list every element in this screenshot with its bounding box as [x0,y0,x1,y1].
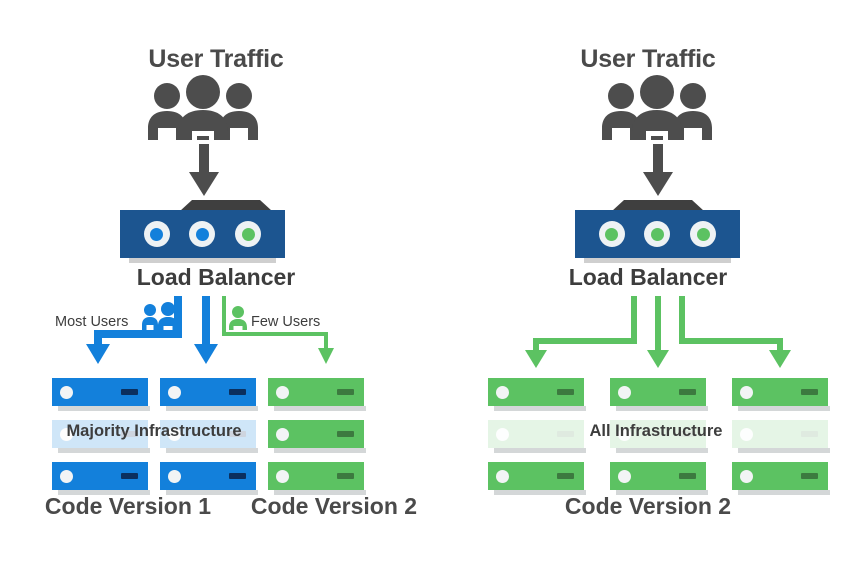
lb-led-2-left [189,221,216,247]
lb-plate-right [612,200,704,211]
load-balancer-left[interactable] [120,210,285,258]
server-led-icon [168,385,181,399]
lb-led-3-right [690,221,717,247]
routing-arrows-left [86,296,334,364]
all-infrastructure-band: All Infrastructure [484,414,828,448]
load-balancer-right[interactable] [575,210,740,258]
server-bar-icon [229,389,246,395]
code-version-2-all-label: Code Version 2 [564,493,732,519]
one-person-icon [228,306,248,330]
server-led-icon [496,469,509,483]
server-led-icon [60,385,73,399]
load-balancer-label-left: Load Balancer [136,264,296,290]
server-led-icon [168,469,181,483]
server-led-icon [276,469,289,483]
two-people-icon [141,302,179,330]
three-people-icon-left [142,75,264,140]
server-unit[interactable] [160,378,258,411]
server-bar-icon [679,389,696,395]
server-bar-icon [557,389,574,395]
server-led-icon [276,385,289,399]
page-title-user-traffic-right: User Traffic [580,45,716,73]
few-users-label: Few Users [251,314,321,330]
server-unit[interactable] [610,378,708,411]
lb-led-2-right [644,221,671,247]
down-arrow-icon-right [641,144,675,200]
server-bar-icon [229,473,246,479]
server-bar-icon [337,473,354,479]
server-led-icon [276,427,289,441]
server-unit[interactable] [52,378,150,411]
routing-arrows-right [525,296,791,368]
server-led-icon [496,385,509,399]
lb-shadow-left [129,258,276,263]
server-unit[interactable] [610,462,708,495]
lb-led-1-right [598,221,625,247]
server-unit[interactable] [488,378,586,411]
down-arrow-icon-left [187,144,221,200]
code-version-1-label: Code Version 1 [44,493,212,519]
server-led-icon [618,469,631,483]
server-bar-icon [121,389,138,395]
majority-infrastructure-label: Majority Infrastructure [66,421,242,440]
server-unit[interactable] [160,462,258,495]
server-bar-icon [557,473,574,479]
three-people-icon-right [596,75,718,140]
server-unit[interactable] [732,462,830,495]
majority-infrastructure-band: Majority Infrastructure [48,414,260,448]
server-unit[interactable] [268,378,366,411]
server-led-icon [60,469,73,483]
server-unit[interactable] [52,462,150,495]
server-bar-icon [801,473,818,479]
page-title-user-traffic-left: User Traffic [148,45,284,73]
server-unit[interactable] [732,378,830,411]
server-unit[interactable] [268,420,366,453]
panel-full-rollout: User Traffic [432,0,864,572]
server-bar-icon [121,473,138,479]
lb-led-3-left [235,221,262,247]
lb-shadow-right [584,258,731,263]
server-unit[interactable] [488,462,586,495]
most-users-label: Most Users [55,314,129,330]
load-balancer-label-right: Load Balancer [568,264,728,290]
server-led-icon [740,385,753,399]
panel-canary-partial-rollout: User Traffic [44,45,418,519]
server-unit[interactable] [268,462,366,495]
lb-led-1-left [143,221,170,247]
server-bar-icon [679,473,696,479]
server-bar-icon [337,431,354,437]
server-led-icon [740,469,753,483]
server-bar-icon [801,389,818,395]
server-column-v2-col-1 [268,378,366,504]
code-version-2-label: Code Version 2 [250,493,418,519]
server-bar-icon [337,389,354,395]
server-led-icon [618,385,631,399]
all-infrastructure-label: All Infrastructure [589,421,723,440]
